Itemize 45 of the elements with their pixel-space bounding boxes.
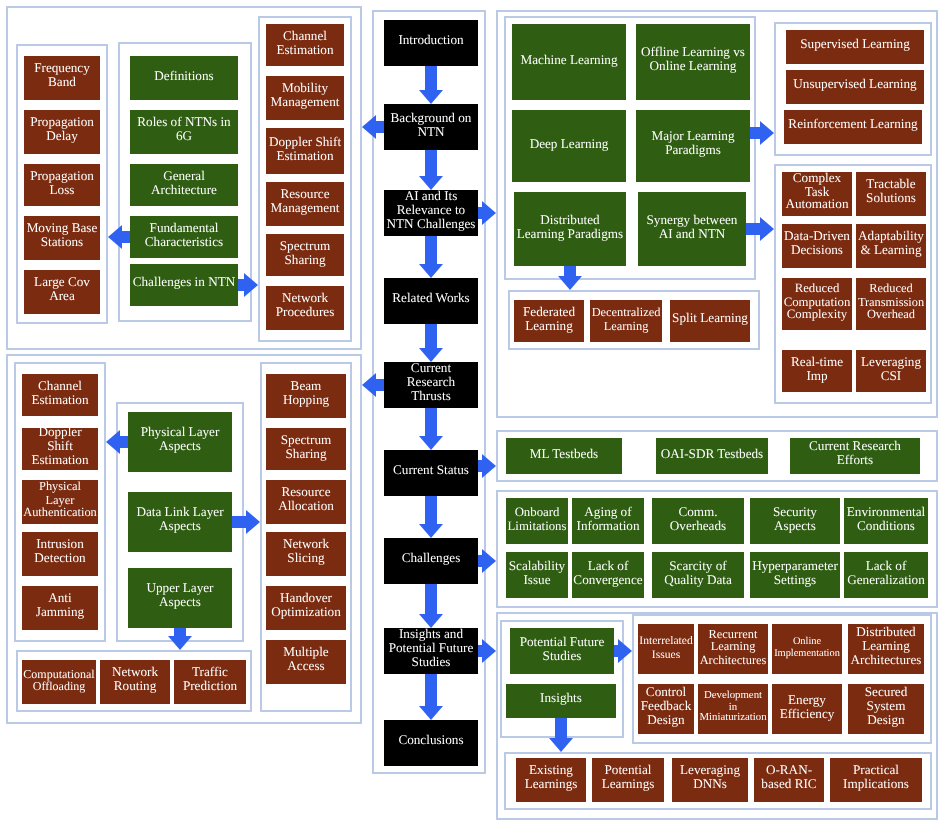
arrow xyxy=(419,496,443,538)
arrow xyxy=(478,549,496,573)
column-frame xyxy=(372,10,486,774)
arrow xyxy=(614,639,632,663)
panel-frame xyxy=(496,430,938,482)
group-frame xyxy=(258,16,352,342)
panel-frame xyxy=(6,354,362,724)
arrow xyxy=(419,324,443,362)
group-frame xyxy=(632,614,932,744)
arrow xyxy=(419,674,443,720)
group-frame xyxy=(774,22,932,156)
group-frame xyxy=(508,290,760,350)
arrow xyxy=(549,718,573,752)
arrow xyxy=(168,628,192,650)
group-frame xyxy=(14,362,106,642)
group-frame xyxy=(116,402,244,642)
arrow xyxy=(750,121,774,145)
arrow xyxy=(108,225,130,249)
arrow xyxy=(746,217,774,241)
panel-frame xyxy=(496,612,938,820)
group-frame xyxy=(118,42,252,322)
arrow xyxy=(558,266,582,290)
arrow xyxy=(362,373,384,397)
group-frame xyxy=(260,362,352,712)
group-frame xyxy=(16,44,108,324)
group-frame xyxy=(500,620,624,738)
group-frame xyxy=(504,752,932,810)
panel-frame xyxy=(496,10,938,418)
arrow xyxy=(419,408,443,450)
arrow xyxy=(106,430,128,454)
group-frame xyxy=(504,16,756,280)
arrow xyxy=(419,66,443,104)
arrow xyxy=(362,115,384,139)
arrow xyxy=(478,639,496,663)
arrow xyxy=(419,150,443,190)
arrow xyxy=(419,584,443,628)
arrow xyxy=(478,454,496,478)
panel-frame xyxy=(6,6,362,350)
arrow xyxy=(238,273,258,297)
arrow xyxy=(232,510,260,534)
arrow xyxy=(478,201,496,225)
arrow xyxy=(419,236,443,278)
group-frame xyxy=(16,650,252,712)
group-frame xyxy=(774,164,932,404)
panel-frame xyxy=(496,490,938,608)
